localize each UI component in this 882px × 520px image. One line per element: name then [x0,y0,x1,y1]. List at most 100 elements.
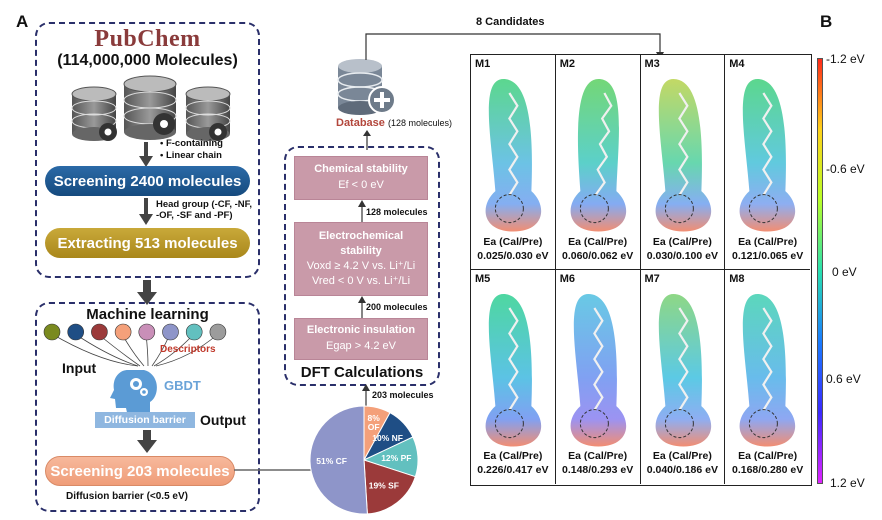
colorbar-label: 0.6 eV [826,372,861,386]
electronic-insulation-step: Electronic insulation Egap > 4.2 eV [294,318,428,360]
molecule-esp-surface [655,79,711,232]
filter-label: F-containing [165,138,223,149]
chemical-stability-criterion: Ef < 0 eV [338,179,384,191]
descriptor-node [67,323,85,341]
ea-values: 0.060/0.062 eV [562,249,634,262]
panel-letter-a: A [16,12,29,31]
head-group-note: Head group (-CF, -NF, -OF, -SF and -PF) [156,199,253,222]
head-group-marker [494,194,524,224]
extracting-513-step: Extracting 513 molecules [45,228,250,258]
electrochemical-title-2: stability [340,245,382,258]
ea-values: 0.226/0.417 eV [477,464,549,476]
arrow-down-icon [137,280,157,305]
ea-label: Ea (Cal/Pre) [483,235,543,248]
electrochemical-stability-step: Electrochemical stability Voxd ≥ 4.2 V v… [294,222,428,296]
descriptor-node [43,323,61,341]
pie-label-of: OF [368,422,380,432]
dft-calculations-title: DFT Calculations [300,364,424,381]
molecule-backbone [677,306,689,411]
filter-linear-chain: • Linear chain [160,150,222,161]
diffusion-barrier-note: Diffusion barrier (<0.5 eV) [66,491,188,502]
descriptor-node [138,323,156,341]
molecule-esp-surface [739,79,796,232]
molecule-surface [655,293,711,446]
descriptor-node [185,323,203,341]
descriptor-node [91,323,108,341]
molecule-id: M1 [475,58,491,70]
molecule-id: M3 [644,58,660,70]
pie-label-nf: 10% NF [372,433,403,443]
colorbar-label: 1.2 eV [830,476,865,490]
screening-203-step: Screening 203 molecules [45,456,235,486]
database-add-icon [337,59,396,115]
ea-values: 0.025/0.030 eV [477,249,549,262]
molecule-surface [655,79,711,232]
electrochemical-title-1: Electrochemical [318,230,404,243]
colorbar-label: -0.6 eV [826,162,865,176]
electronic-insulation-title: Electronic insulation [306,324,416,337]
pubchem-screening-box [35,22,260,278]
ea-label: Ea (Cal/Pre) [738,450,798,462]
arrow-down-icon [139,198,153,225]
pie-slice-cf [309,405,368,515]
ml-network-diagram [43,323,227,417]
dft-calculations-box [284,146,440,386]
database-label-row: Database (128 molecules) [336,117,452,129]
database-gears-icon [71,75,231,141]
chemical-stability-step: Chemical stability Ef < 0 eV [294,156,428,200]
molecule-surface [570,79,626,232]
colorbar-label: 0 eV [832,265,857,279]
electrochemical-oxidation-criterion: Voxd ≥ 4.2 V vs. Li⁺/Li [306,260,416,272]
filter-f-containing: • F-containing [160,138,223,149]
molecule-backbone [508,306,519,411]
ea-label: Ea (Cal/Pre) [738,235,798,248]
descriptor-node [162,323,179,341]
diffusion-barrier-output: Diffusion barrier [95,412,195,428]
descriptors-label: Descriptors [160,344,216,355]
arrow-up-icon [358,296,366,318]
electrostatic-potential-colorbar [817,58,823,484]
molecule-surface [739,293,796,446]
pubchem-title: PubChem [94,26,201,52]
molecule-esp-surface [655,293,711,446]
connector-line [234,469,312,471]
descriptor-node [114,323,132,341]
molecule-surface [570,293,626,446]
molecule-surface [485,79,542,232]
molecule-esp-surface [485,79,542,232]
molecule-id: M5 [475,272,491,285]
head-group-marker [664,408,694,438]
database-count: (128 molecules) [387,118,453,128]
ea-values: 0.121/0.065 eV [732,249,804,262]
ea-values: 0.030/0.100 eV [646,249,718,262]
filter-label: Linear chain [165,150,222,161]
candidates-label: 8 Candidates [476,16,545,28]
pie-slice-sf [363,459,416,515]
ea-values: 0.168/0.280 eV [732,464,804,476]
arrow-up-icon [362,384,370,406]
arrow-up-icon [358,200,366,222]
arrow-down-icon [139,142,153,167]
molecule-surface [739,79,796,232]
head-group-marker [494,408,524,438]
molecule-id: M7 [644,272,660,285]
arrow-down-icon [137,430,157,453]
count-203-label: 203 molecules [372,390,434,400]
molecule-esp-surface [485,293,542,446]
count-200-label: 200 molecules [366,302,428,312]
pubchem-subtitle: (114,000,000 Molecules) [57,52,238,69]
pie-label-pf: 12% PF [381,453,411,463]
head-group-marker [749,194,779,224]
head-group-marker [579,194,609,224]
molecule-esp-surface [739,293,796,446]
molecule-backbone [677,92,689,196]
molecule-esp-surface [570,293,626,446]
ea-values: 0.040/0.186 eV [646,464,718,476]
